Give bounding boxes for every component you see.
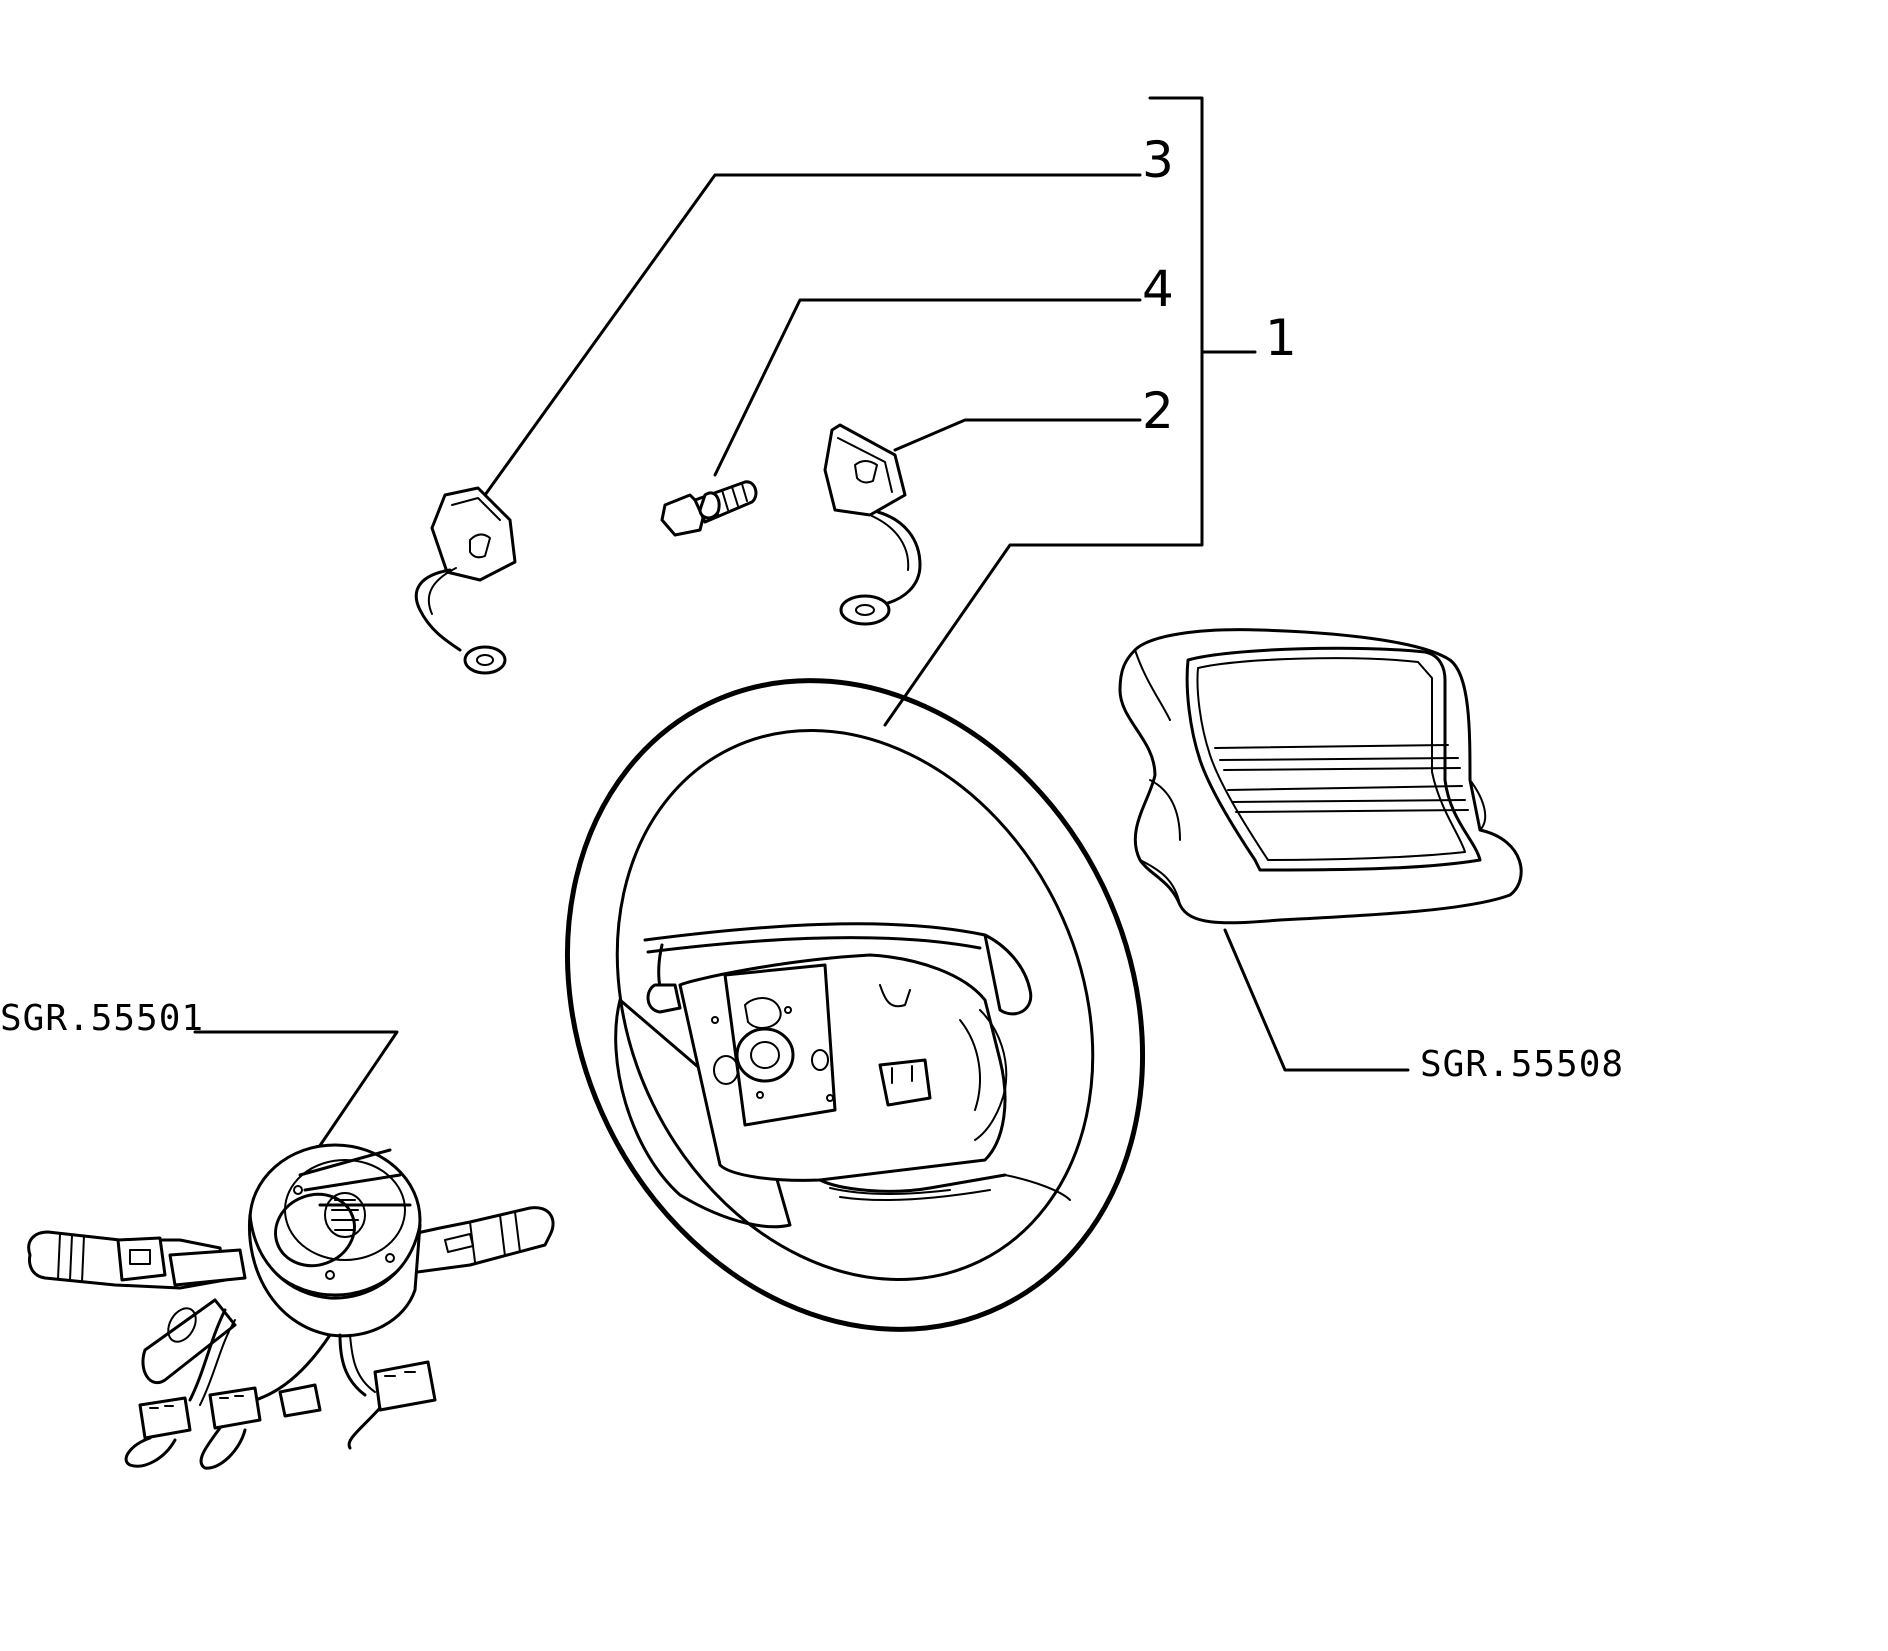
callout-4: 4 [1142,260,1174,318]
bracket-part-1 [883,96,1204,727]
leader-airbag-module [1223,928,1410,1072]
callout-1: 1 [1265,309,1297,367]
leader-part-3 [483,173,1142,497]
airbag-module [1118,628,1523,925]
leader-part-2 [893,418,1142,452]
horn-button-part-3 [414,486,517,675]
leader-lines [193,96,1410,1177]
callout-2: 2 [1142,382,1174,440]
leader-part-4 [713,298,1142,477]
ref-steering-column-switch: SGR.55501 [0,998,204,1039]
steering-wheel [564,678,1146,1332]
steering-column-switch [27,1143,555,1470]
callout-3: 3 [1142,131,1174,189]
leader-steering-column-switch [193,1030,399,1177]
ref-airbag-module: SGR.55508 [1420,1044,1624,1085]
bolt-part-4 [660,480,758,537]
horn-button-part-2 [823,423,922,626]
